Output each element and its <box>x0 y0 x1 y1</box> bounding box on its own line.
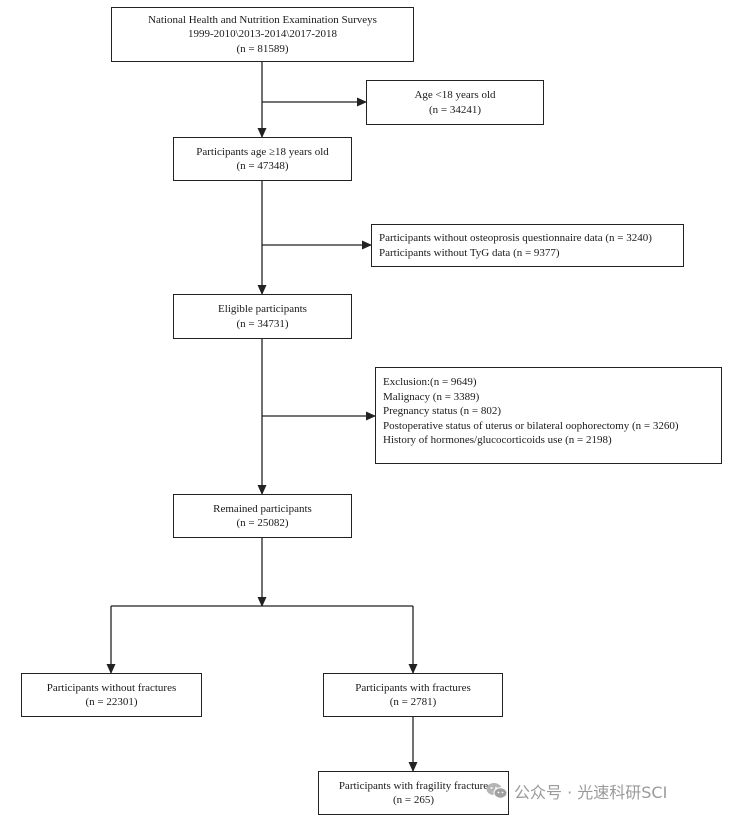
age-excluded-count: (n = 34241) <box>428 103 482 116</box>
exclusion-hormones: History of hormones/glucocorticoids use … <box>383 434 612 446</box>
remained-box: Remained participants (n = 25082) <box>173 494 352 538</box>
nhanes-count: (n = 81589) <box>236 42 289 55</box>
adults-label: Participants age ≥18 years old <box>196 145 329 158</box>
adults-count: (n = 47348) <box>236 160 289 172</box>
watermark: 公众号 · 光速科研SCI <box>486 778 667 804</box>
eligible-box: Eligible participants (n = 34731) <box>173 294 352 339</box>
no-fracture-label: Participants without fractures <box>46 681 177 694</box>
fracture-label: Participants with fractures <box>355 681 471 694</box>
fragility-count: (n = 265) <box>392 794 435 806</box>
exclusion-pregnancy: Pregnancy status (n = 802) <box>383 405 502 417</box>
eligible-label: Eligible participants <box>218 303 307 315</box>
age-excluded-box: Age <18 years old (n = 34241) <box>366 80 544 125</box>
eligible-count: (n = 34731) <box>236 317 289 330</box>
exclusion-surgery: Postoperative status of uterus or bilate… <box>383 419 679 432</box>
fracture-count: (n = 2781) <box>389 696 437 708</box>
adults-box: Participants age ≥18 years old (n = 4734… <box>173 137 352 181</box>
fragility-box: Participants with fragility fracture (n … <box>318 771 509 815</box>
watermark-text: 公众号 · 光速科研SCI <box>514 783 668 802</box>
nhanes-title: National Health and Nutrition Examinatio… <box>148 13 377 26</box>
missing-tyg-label: Participants without TyG data (n = 9377) <box>379 246 560 259</box>
remained-count: (n = 25082) <box>236 517 289 529</box>
wechat-icon <box>486 782 508 800</box>
fracture-box: Participants with fractures (n = 2781) <box>323 673 503 717</box>
remained-label: Remained participants <box>213 502 312 515</box>
age-excluded-label: Age <18 years old <box>414 89 496 101</box>
exclusion-malignancy: Malignacy (n = 3389) <box>383 390 480 403</box>
fragility-label: Participants with fragility fracture <box>338 779 489 792</box>
missing-data-box: Participants without osteoprosis questio… <box>371 224 684 267</box>
no-fracture-count: (n = 22301) <box>85 696 138 708</box>
nhanes-box: National Health and Nutrition Examinatio… <box>111 7 414 62</box>
exclusion-total: Exclusion:(n = 9649) <box>383 376 477 388</box>
missing-questionnaire-label: Participants without osteoprosis questio… <box>379 232 652 244</box>
nhanes-years: 1999-2010\2013-2014\2017-2018 <box>187 28 338 41</box>
exclusion-box: Exclusion:(n = 9649) Malignacy (n = 3389… <box>375 367 722 464</box>
no-fracture-box: Participants without fractures (n = 2230… <box>21 673 202 717</box>
